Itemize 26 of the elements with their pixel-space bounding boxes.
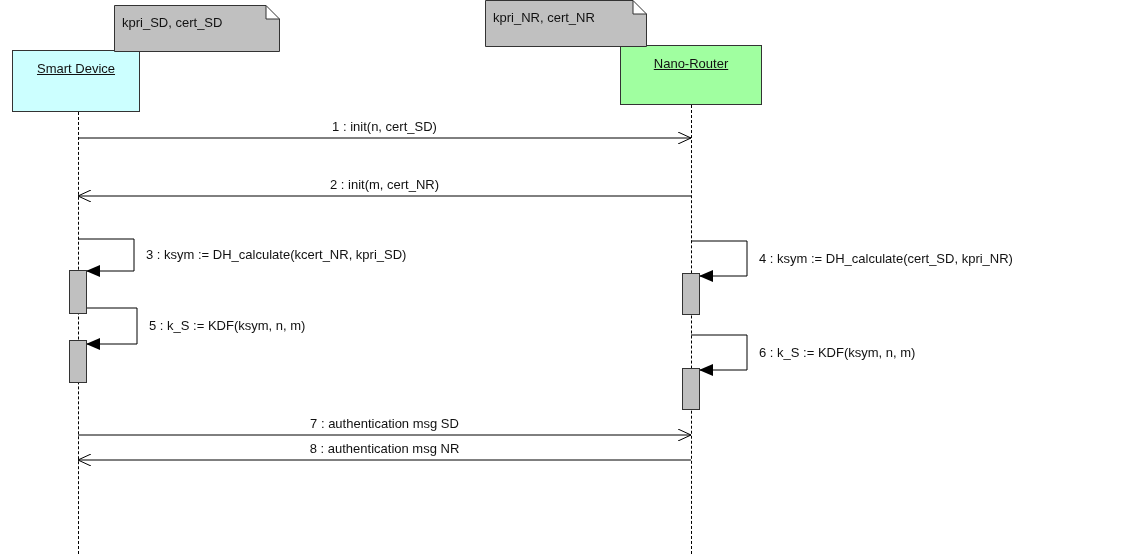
note-text: kpri_NR, cert_NR xyxy=(492,9,596,27)
message-arrow xyxy=(77,189,692,203)
message-arrow xyxy=(86,307,138,350)
activation-bar xyxy=(69,270,87,314)
note-text: kpri_SD, cert_SD xyxy=(121,14,224,32)
message-arrow xyxy=(690,334,748,376)
edge-label: 7 : authentication msg SD xyxy=(308,416,461,432)
lifeline-head-box xyxy=(12,50,140,112)
activation-bar xyxy=(682,273,700,315)
edge-label: 3 : ksym := DH_calculate(kcert_NR, kpri_SD) xyxy=(144,247,409,263)
note xyxy=(485,0,647,47)
message-arrow xyxy=(77,131,692,145)
participant-name: Smart Device xyxy=(37,60,115,78)
lifeline-head-box xyxy=(620,45,762,105)
message-arrow xyxy=(690,240,748,282)
note xyxy=(114,5,280,52)
message-arrow xyxy=(77,428,692,442)
activation-bar xyxy=(682,368,700,410)
message-arrow xyxy=(77,238,135,277)
edge-label: 1 : init(n, cert_SD) xyxy=(330,119,439,135)
participant-name: Nano-Router xyxy=(653,55,729,73)
message-arrow xyxy=(77,453,692,467)
edge-label: 8 : authentication msg NR xyxy=(307,441,462,457)
edge-label: 2 : init(m, cert_NR) xyxy=(327,177,442,193)
activation-bar xyxy=(69,340,87,383)
edge-label: 5 : k_S := KDF(ksym, n, m) xyxy=(147,318,308,334)
